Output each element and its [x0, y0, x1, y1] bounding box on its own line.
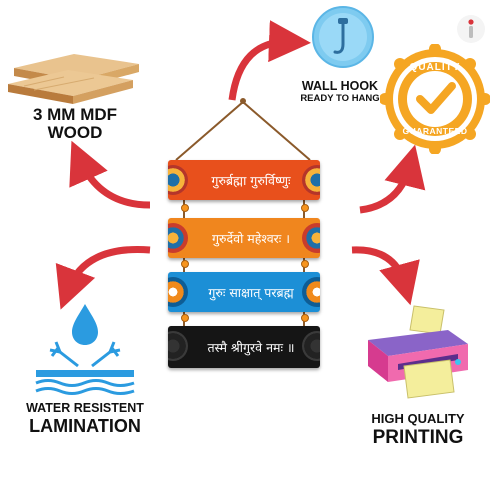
plank-2: गुरुर्देवो महेश्वरः । — [168, 218, 320, 258]
mandala-icon — [168, 223, 188, 253]
mandala-icon — [168, 331, 188, 361]
lamination-label: WATER RESISTENT LAMINATION — [26, 401, 144, 437]
bead — [301, 314, 309, 322]
arrow-to-wood — [69, 140, 151, 209]
mandala-icon — [302, 165, 320, 195]
printing-label: HIGH QUALITY PRINTING — [371, 411, 465, 448]
plank-1-text: गुरुर्ब्रह्मा गुरुर्विष्णुः — [211, 172, 291, 188]
quality-badge-bottom-text: GUARANTEED — [402, 126, 468, 136]
bead — [181, 314, 189, 322]
arrow-to-printer — [351, 246, 420, 306]
printer-icon — [354, 300, 474, 400]
wood-planks-icon — [4, 50, 144, 110]
quality-badge-icon: QUALITY GUARANTEED — [379, 43, 491, 155]
plank-4-text: तस्मै श्रीगुरवे नमः ॥ — [207, 339, 295, 355]
mandala-icon — [168, 165, 188, 195]
mdf-wood-label: 3 MM MDF WOOD — [32, 105, 118, 142]
arrow-to-badge — [359, 144, 426, 214]
plank-2-text: गुरुर्देवो महेश्वरः । — [211, 230, 291, 246]
plank-3-text: गुरुः साक्षात् परब्रह्म — [208, 284, 294, 300]
mandala-icon — [302, 277, 320, 307]
water-drop-icon — [30, 300, 140, 396]
bead — [181, 204, 189, 212]
bead — [301, 260, 309, 268]
plank-4: तस्मै श्रीगुरवे नमः ॥ — [168, 326, 320, 368]
mandala-icon — [302, 331, 320, 361]
arrow-to-hook — [228, 20, 311, 101]
plank-1: गुरुर्ब्रह्मा गुरुर्विष्णुः — [168, 160, 320, 200]
quality-badge-top-text: QUALITY — [409, 62, 461, 73]
bead — [301, 204, 309, 212]
brand-logo-icon — [456, 14, 486, 44]
wall-hook-label: WALL HOOK READY TO HANG — [300, 79, 380, 105]
mandala-icon — [168, 277, 188, 307]
arrow-to-water — [55, 246, 151, 310]
wall-hook-icon — [310, 4, 376, 70]
bead — [181, 260, 189, 268]
plank-3: गुरुः साक्षात् परब्रह्म — [168, 272, 320, 312]
mandala-icon — [302, 223, 320, 253]
